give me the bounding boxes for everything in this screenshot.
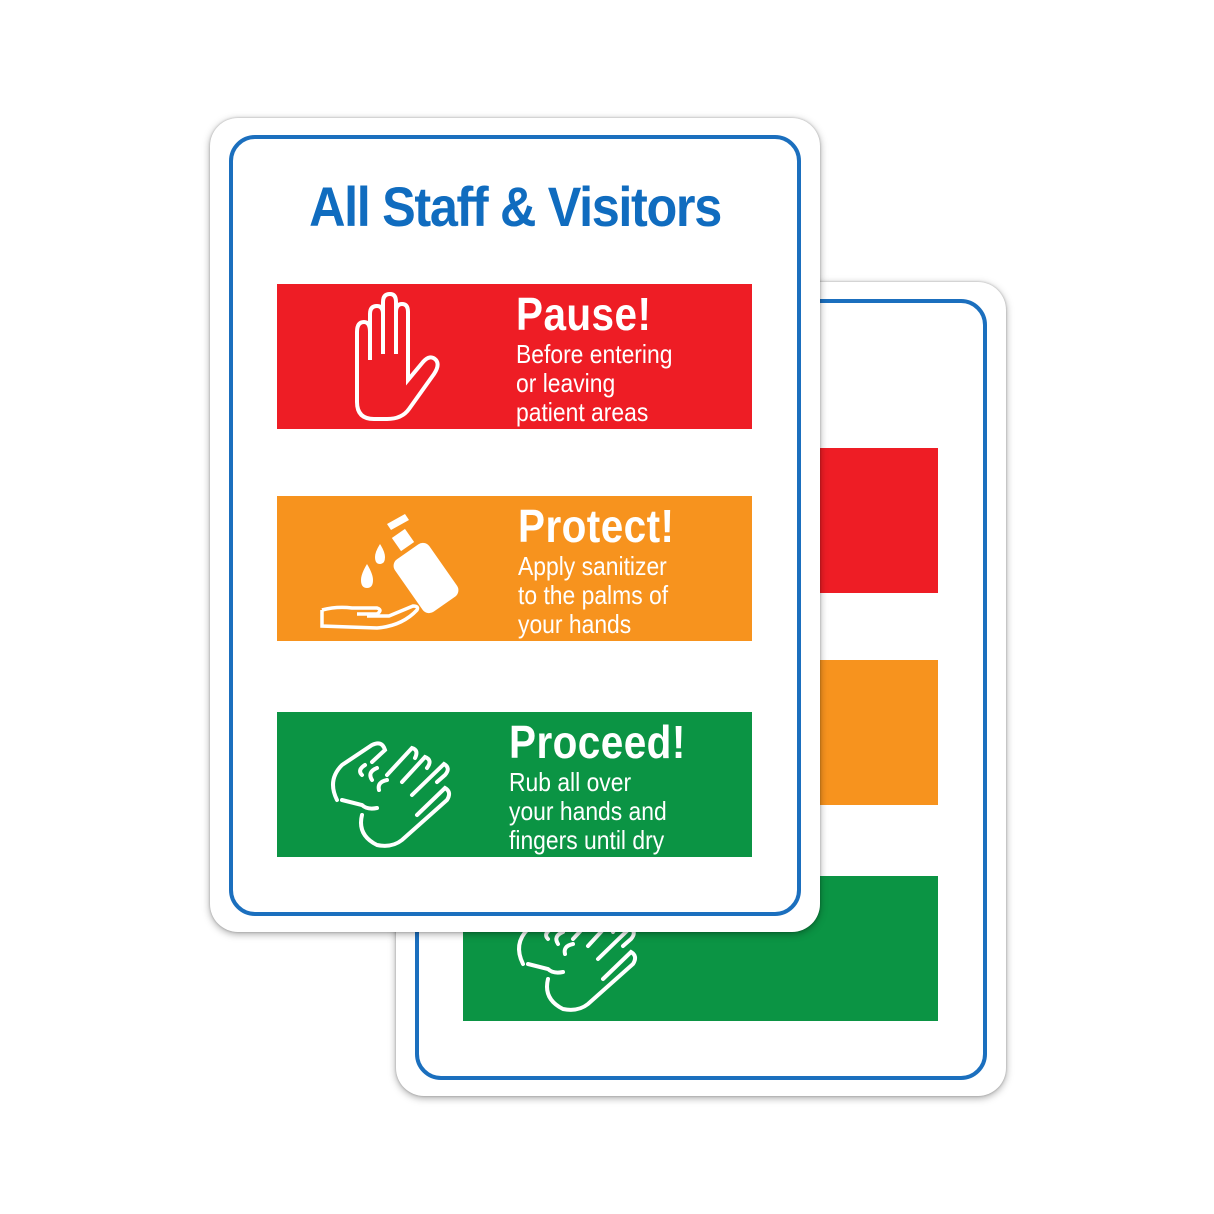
hand-rubbing-icon (331, 741, 452, 848)
sign-border (229, 135, 801, 916)
step-protect: Protect! Apply sanitizer to the palms of… (277, 496, 752, 641)
step-line: fingers until dry (509, 825, 665, 855)
step-line: your hands and (509, 796, 667, 826)
step-line: your hands (518, 609, 632, 639)
step-line: Apply sanitizer (518, 551, 667, 581)
raised-hand-icon (355, 292, 440, 421)
step-proceed: Proceed! Rub all over your hands and fin… (277, 712, 752, 857)
step-heading: Protect! (518, 500, 675, 552)
step-pause: Pause! Before entering or leaving patien… (277, 284, 752, 429)
step-line: Rub all over (509, 767, 632, 797)
step-line: or leaving (516, 368, 616, 398)
sanitizer-dispenser-icon (320, 514, 459, 630)
step-line: patient areas (516, 397, 649, 427)
step-heading: Proceed! (509, 716, 686, 768)
sign-title: All Staff & Visitors (309, 175, 722, 238)
step-heading: Pause! (516, 288, 652, 340)
sign-front: All Staff & Visitors Pause! Before enter… (210, 118, 820, 932)
step-line: Before entering (516, 339, 673, 369)
step-line: to the palms of (518, 580, 669, 610)
